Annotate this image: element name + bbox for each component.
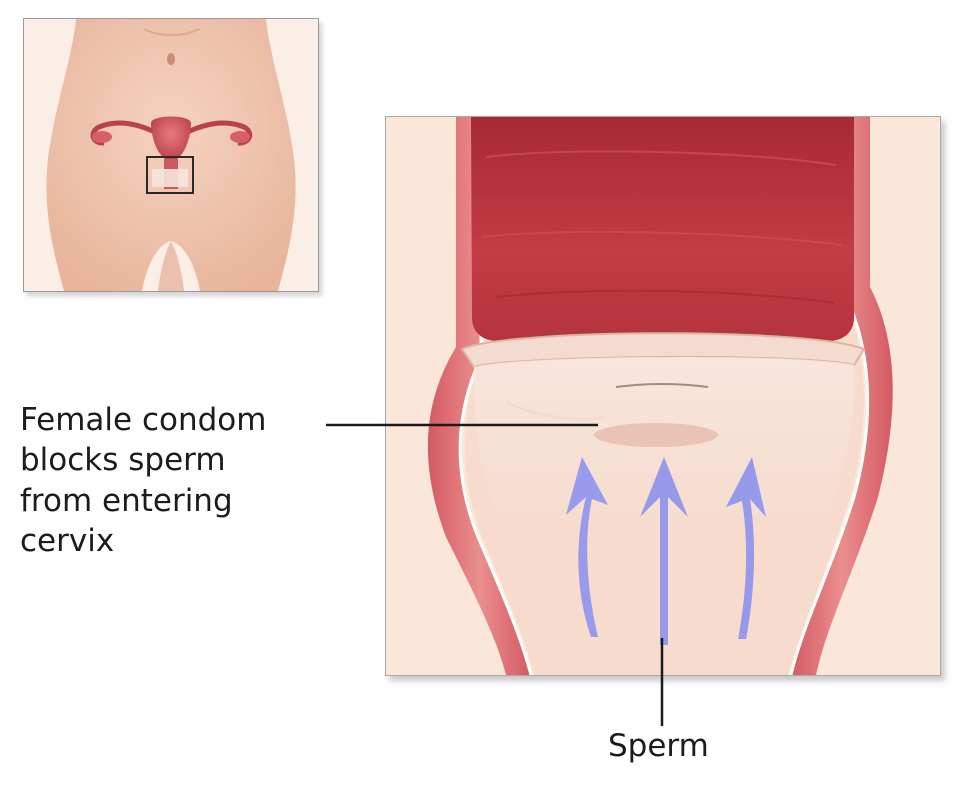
cross-section-svg — [386, 117, 940, 675]
sperm-arrow-left — [566, 457, 608, 637]
uterus — [150, 116, 192, 161]
body-thumbnail — [23, 18, 319, 292]
left-vaginal-wall — [427, 117, 531, 675]
caption-line-2: blocks sperm — [20, 442, 226, 479]
cervix-tissue — [471, 117, 854, 341]
sperm-arrow-right — [726, 457, 766, 639]
vaginal-canal-illustration — [385, 116, 941, 676]
navel — [167, 53, 175, 65]
sperm-label: Sperm — [608, 728, 709, 764]
caption-line-1: Female condom — [20, 402, 267, 438]
female-body-illustration — [24, 19, 318, 291]
caption-line-3: from entering — [20, 482, 233, 519]
condom-caption: Female condom blocks sperm from entering… — [20, 400, 340, 561]
sperm-arrow-center — [640, 457, 688, 645]
zoom-highlight-box — [146, 156, 194, 194]
right-vaginal-wall — [791, 117, 893, 675]
sperm-arrows — [566, 457, 766, 645]
caption-line-4: cervix — [20, 522, 115, 559]
